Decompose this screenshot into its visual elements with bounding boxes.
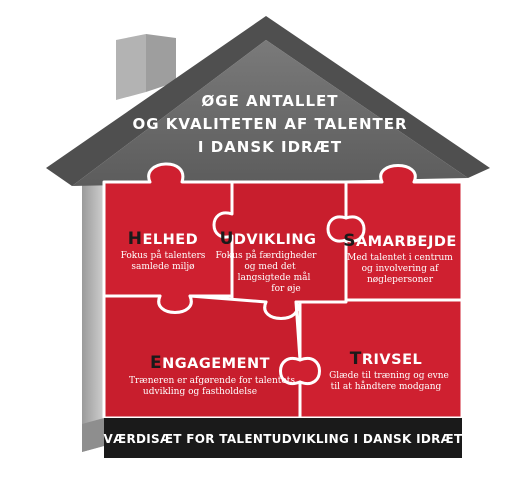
- heading-rest: DVIKLING: [234, 232, 317, 248]
- desc-line: samlede miljø: [131, 262, 195, 272]
- svg-text:SAMARBEJDE: SAMARBEJDE: [343, 231, 457, 251]
- heading-initial: H: [128, 229, 143, 249]
- heading-rest: NGAGEMENT: [162, 356, 270, 372]
- desc-line: til at håndtere modgang: [331, 380, 442, 392]
- roof-title-line-1: ØGE ANTALLET: [202, 92, 339, 110]
- puzzle-piece-samarbejde: [344, 164, 464, 302]
- svg-text:TRIVSEL: TRIVSEL: [350, 349, 422, 369]
- desc-line: Træneren er afgørende for talentets: [129, 376, 295, 386]
- footer-bar: VÆRDISÆT FOR TALENTUDVIKLING I DANSK IDR…: [82, 418, 463, 458]
- desc-line: langsigtede mål: [238, 271, 311, 283]
- desc-line: Fokus på færdigheder: [216, 249, 318, 261]
- house-side-wall: [82, 176, 104, 452]
- roof: [46, 16, 490, 186]
- desc-line: Fokus på talenters: [121, 249, 206, 261]
- heading-initial: T: [350, 349, 362, 369]
- heading-initial: U: [220, 229, 234, 249]
- svg-text:ENGAGEMENT: ENGAGEMENT: [150, 353, 270, 373]
- chimney: [116, 34, 176, 100]
- label-trivsel: TRIVSEL Glæde til træning og evne til at…: [329, 349, 449, 392]
- desc-line: nøglepersoner: [367, 275, 434, 285]
- heading-rest: RIVSEL: [362, 352, 422, 368]
- heading-rest: ELHED: [143, 232, 199, 248]
- heading-initial: S: [343, 231, 356, 251]
- label-samarbejde: SAMARBEJDE Med talentet i centrum og inv…: [343, 231, 457, 285]
- roof-title-line-3: I DANSK IDRÆT: [198, 138, 342, 156]
- svg-text:UDVIKLING: UDVIKLING: [220, 229, 317, 249]
- desc-line: for øje: [271, 284, 300, 294]
- footer-text: VÆRDISÆT FOR TALENTUDVIKLING I DANSK IDR…: [104, 432, 463, 446]
- heading-initial: E: [150, 353, 162, 373]
- desc-line: udvikling og fastholdelse: [143, 387, 257, 397]
- puzzle-piece-engagement: [102, 294, 302, 420]
- svg-text:HELHED: HELHED: [128, 229, 198, 249]
- desc-line: Med talentet i centrum: [347, 253, 453, 263]
- roof-title-line-2: OG KVALITETEN AF TALENTER: [132, 115, 407, 133]
- label-engagement: ENGAGEMENT Træneren er afgørende for tal…: [129, 353, 295, 397]
- puzzle-grid: [102, 162, 464, 420]
- roof-title: ØGE ANTALLET OG KVALITETEN AF TALENTER I…: [132, 92, 407, 156]
- desc-line: Glæde til træning og evne: [329, 371, 449, 381]
- puzzle-piece-trivsel: [298, 298, 464, 420]
- desc-line: og involvering af: [362, 264, 439, 274]
- label-udvikling: UDVIKLING Fokus på færdigheder og med de…: [216, 229, 318, 294]
- heading-rest: AMARBEJDE: [356, 234, 457, 250]
- label-helhed: HELHED Fokus på talenters samlede miljø: [121, 229, 206, 272]
- desc-line: og med det: [244, 262, 296, 272]
